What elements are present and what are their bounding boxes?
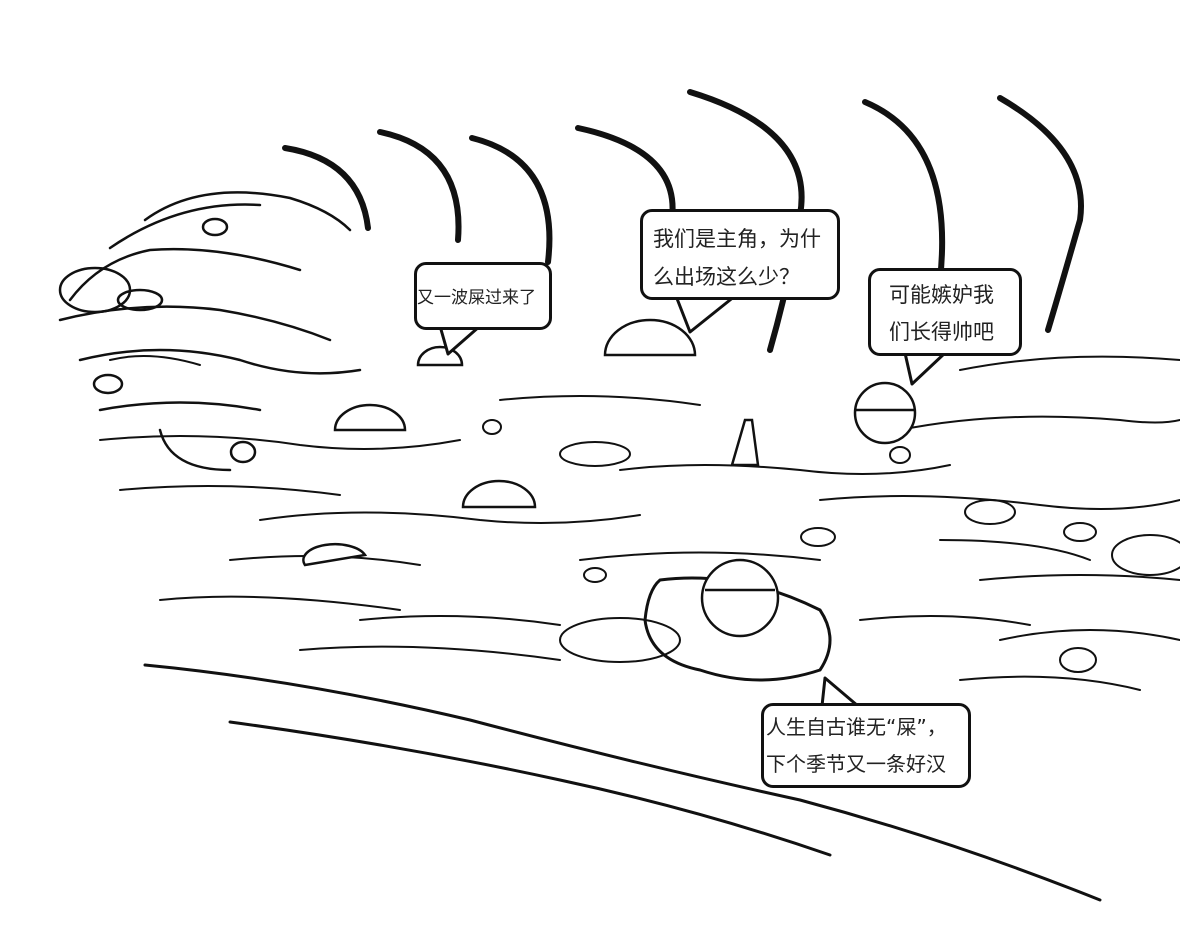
sea-urchin bbox=[333, 403, 407, 432]
bottle bbox=[730, 418, 760, 467]
shore-line bbox=[143, 663, 1102, 902]
bubble-text: 下个季节又一条好汉 bbox=[766, 752, 946, 776]
breaking-wave bbox=[58, 191, 362, 472]
sea-urchin bbox=[461, 479, 537, 509]
bubble-text: 又一波屎过来了 bbox=[417, 288, 536, 308]
bubble-text: 可能嫉妒我 bbox=[889, 283, 994, 307]
speech-bubble-jealous: 可能嫉妒我 们长得帅吧 bbox=[868, 268, 1022, 356]
speech-bubble-life-motto: 人生自古谁无“屎”， 下个季节又一条好汉 bbox=[761, 703, 971, 788]
speech-bubble-wave-warning: 又一波屎过来了 bbox=[414, 262, 552, 330]
sea-urchin bbox=[700, 558, 780, 638]
sea-urchin bbox=[302, 542, 368, 567]
sea-ripples bbox=[99, 355, 1180, 691]
bubble-text: 我们是主角，为什 bbox=[653, 227, 821, 251]
speech-bubble-protagonists: 我们是主角，为什 么出场这么少？ bbox=[640, 209, 840, 300]
sea-urchins bbox=[302, 318, 917, 638]
bubble-text: 么出场这么少？ bbox=[653, 265, 800, 289]
sea-urchin bbox=[853, 381, 917, 445]
sea-urchin bbox=[603, 318, 697, 357]
bubble-text: 人生自古谁无“屎”， bbox=[766, 715, 947, 739]
bubble-text: 们长得帅吧 bbox=[889, 320, 994, 344]
